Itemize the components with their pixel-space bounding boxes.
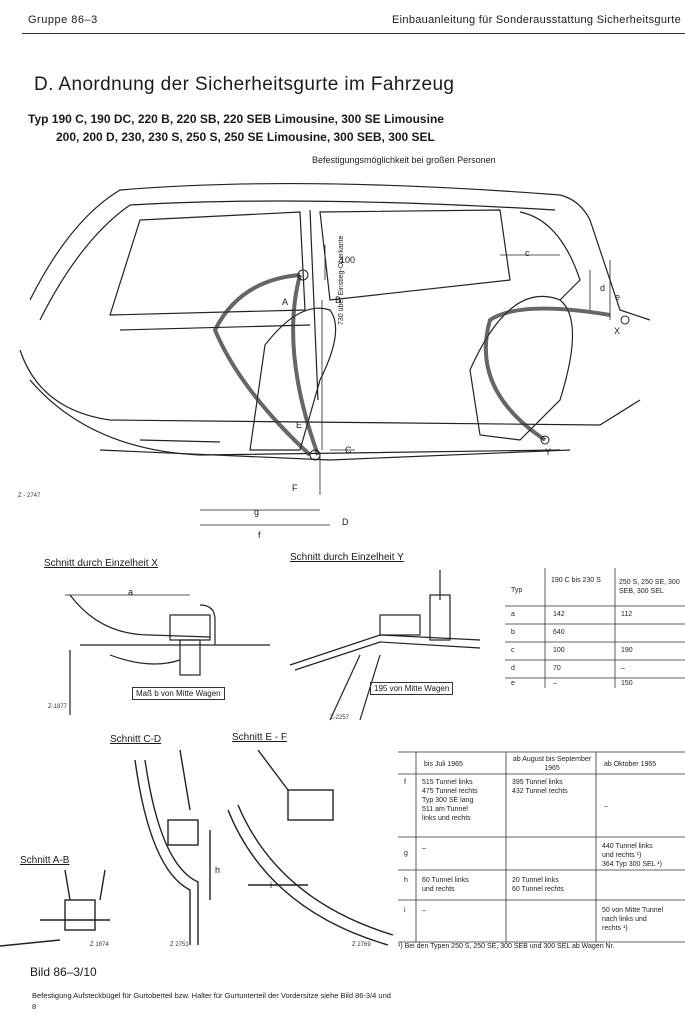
section-ef-drawing [227, 749, 394, 946]
section-cd-drawing [134, 749, 211, 945]
table1-row-c-v1: 100 [553, 647, 565, 654]
label-A: A [282, 297, 289, 307]
label-c: c [525, 248, 530, 258]
table2-header-1: bis Juli 1965 [424, 761, 463, 768]
table2-row-g-key: g [404, 850, 408, 857]
table2-row-h-v1: 60 Tunnel links und rechts [422, 877, 469, 893]
label-B: B [335, 295, 342, 305]
label-D: D [342, 517, 349, 527]
section-cd-title: Schnitt C-D [110, 734, 162, 745]
table1-row-e-v2: 150 [621, 680, 633, 687]
type-list: Typ 190 C, 190 DC, 220 B, 220 SB, 220 SE… [28, 110, 444, 146]
table1-row-c-v2: 190 [621, 647, 633, 654]
table2-row-h-key: h [404, 877, 408, 884]
section-y-note: 195 von Mitte Wagen [370, 682, 454, 695]
table2-header-2: ab August bis September 1965 [512, 756, 592, 772]
table1-header-col1: 190 C bis 230 S [551, 577, 601, 584]
figure-caption: Befestigung Aufsteckbügel für Gurtoberte… [32, 991, 391, 1011]
table1-row-a-v2: 112 [621, 611, 633, 618]
table1-header-col2: 250 S, 250 SE, 300 SEB, 300 SEL [619, 579, 680, 595]
dim-100: 100 [340, 255, 356, 265]
section-x-code: Z-1877 [48, 704, 68, 710]
table2-row-h-v2: 20 Tunnel links 60 Tunnel rechts [512, 877, 564, 893]
label-e: e [615, 292, 621, 302]
main-diagram-code: Z - 2747 [18, 493, 41, 499]
section-ef-title: Schnitt E - F [232, 732, 288, 743]
section-x-drawing [65, 594, 270, 715]
table2-row-f-v3: – [604, 803, 608, 810]
table2-row-i-key: i [404, 907, 406, 914]
section-y-title: Schnitt durch Einzelheit Y [290, 552, 404, 563]
label-f: f [258, 530, 261, 540]
table1-row-e-key: e [511, 680, 515, 687]
table2-footnote: ¹) Bei den Typen 250 S, 250 SE, 300 SEB … [398, 943, 615, 950]
table1-row-a-v1: 142 [553, 611, 565, 618]
table2-row-i-v3: 50 von Mitte Tunnel nach links und recht… [602, 907, 664, 932]
table2-header-3: ab Oktober 1965 [604, 761, 657, 768]
table1-header-typ: Typ [511, 587, 523, 594]
table1-row-a-key: a [511, 611, 515, 618]
header-title: Einbauanleitung für Sonderausstattung Si… [392, 14, 681, 26]
section-ab-drawing [0, 869, 110, 947]
section-cd-code: Z 2751 [170, 942, 189, 948]
section-x-label-a: a [128, 587, 134, 597]
table-2-grid [398, 751, 685, 943]
table2-row-f-v2: 395 Tunnel links 432 Tunnel rechts [512, 779, 568, 795]
table2-row-g-v3: 440 Tunnel links und rechts ¹) 364 Typ 3… [602, 843, 662, 868]
label-d: d [600, 283, 606, 293]
dimension-table-1: Typ 190 C bis 230 S 250 S, 250 SE, 300 S… [505, 568, 685, 688]
car-diagram [19, 182, 651, 526]
section-x-note: Maß b von Mitte Wagen [132, 687, 225, 700]
section-ab-title: Schnitt A-B [20, 855, 70, 866]
section-y-code: Z-2257 [330, 715, 350, 721]
table2-row-i-v1: – [422, 907, 426, 914]
table2-row-f-key: f [404, 779, 406, 786]
label-Y: Y [545, 447, 552, 457]
section-ef-label-i: i [270, 880, 272, 890]
dimension-table-2: bis Juli 1965 ab August bis September 19… [398, 751, 685, 943]
table1-row-d-key: d [511, 665, 515, 672]
vertical-730-label: 730 über Einstieg-Oberkante [338, 235, 345, 326]
label-X: X [614, 326, 621, 336]
label-g: g [254, 507, 260, 517]
type-line-2: 200, 200 D, 230, 230 S, 250 S, 250 SE Li… [56, 130, 435, 144]
table1-row-b-v1: 640 [553, 629, 565, 636]
table1-row-c-key: c [511, 647, 515, 654]
page-title: D. Anordnung der Sicherheitsgurte im Fah… [34, 74, 455, 95]
top-label: Befestigungsmöglichkeit bei großen Perso… [312, 155, 496, 165]
label-E: E [296, 420, 303, 430]
table1-row-e-v1: – [553, 680, 557, 687]
type-line-1: Typ 190 C, 190 DC, 220 B, 220 SB, 220 SE… [28, 112, 444, 126]
table1-row-b-key: b [511, 629, 515, 636]
section-ef-code: Z 2769 [352, 942, 371, 948]
table1-row-d-v1: 70 [553, 665, 561, 672]
table-1-grid [505, 568, 685, 688]
figure-number: Bild 86–3/10 [30, 965, 97, 979]
section-x-title: Schnitt durch Einzelheit X [44, 558, 158, 569]
table1-row-d-v2: – [621, 665, 625, 672]
header-rule [22, 33, 685, 34]
section-y-drawing [289, 570, 481, 721]
label-C: C [345, 445, 352, 455]
table2-row-g-v1: – [422, 845, 426, 852]
section-cd-label-h: h [215, 865, 221, 875]
section-ab-code: Z 1874 [90, 942, 109, 948]
header-group: Gruppe 86–3 [28, 14, 98, 26]
label-F: F [292, 483, 298, 493]
table2-row-f-v1: 515 Tunnel links 475 Tunnel rechts Typ 3… [422, 779, 478, 822]
